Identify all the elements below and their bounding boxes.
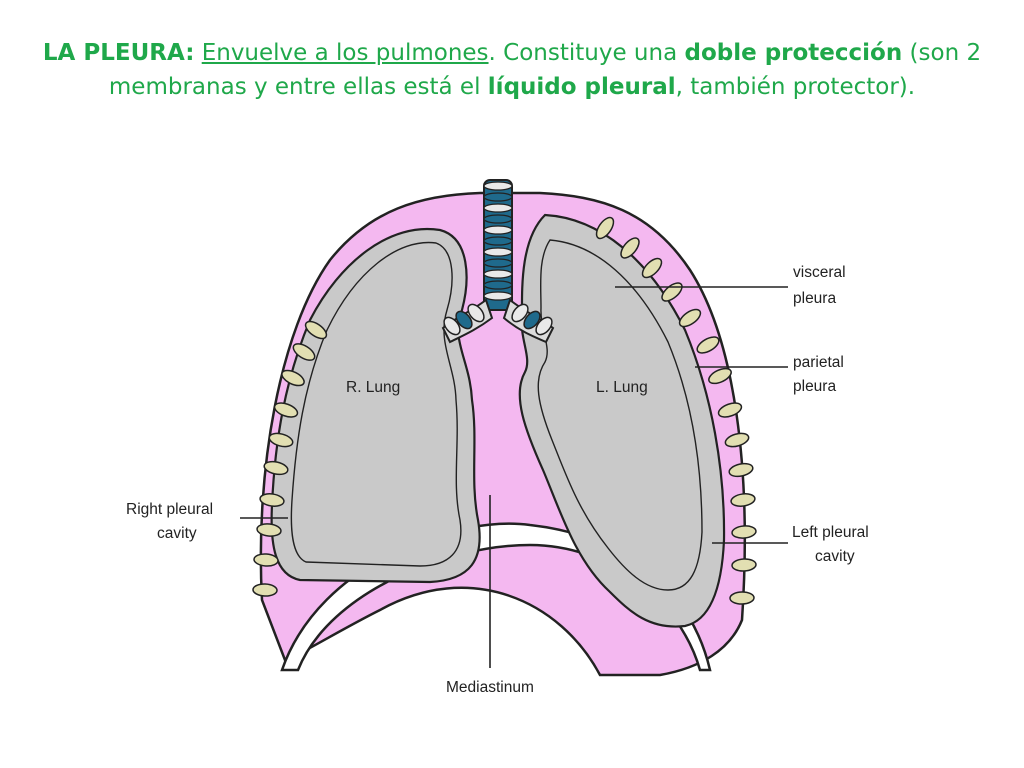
slide-title: LA PLEURA: Envuelve a los pulmones. Cons… bbox=[40, 36, 984, 104]
parietal-pleura-label-1: parietal bbox=[793, 354, 844, 371]
trachea-ring bbox=[483, 291, 513, 301]
title-underlined: Envuelve a los pulmones bbox=[201, 40, 489, 66]
trachea-ring bbox=[483, 236, 513, 246]
rib bbox=[281, 369, 305, 387]
rib bbox=[728, 462, 754, 478]
rib bbox=[304, 320, 328, 340]
rib bbox=[729, 591, 755, 605]
right-lung-label: R. Lung bbox=[346, 379, 400, 396]
rib bbox=[730, 493, 756, 507]
trachea-ring bbox=[483, 247, 513, 257]
rib bbox=[717, 402, 743, 418]
trachea-rings bbox=[483, 181, 513, 301]
bronchi-rings bbox=[443, 303, 553, 336]
rib bbox=[641, 257, 663, 279]
left-cavity-label-1: Left pleural bbox=[792, 524, 869, 541]
rib bbox=[724, 432, 750, 448]
rib bbox=[595, 216, 615, 240]
right-cavity-label-2: cavity bbox=[157, 525, 197, 542]
rib bbox=[696, 336, 720, 354]
trachea-ring bbox=[483, 280, 513, 290]
parietal-pleura-label-2: pleura bbox=[793, 378, 836, 395]
trachea-ring bbox=[483, 225, 513, 235]
visceral-pleura-label-1: visceral bbox=[793, 264, 846, 281]
rib bbox=[731, 525, 757, 539]
visceral-pleura-label-2: pleura bbox=[793, 290, 836, 307]
trachea-ring bbox=[483, 203, 513, 213]
right-lung-visceral-line bbox=[290, 241, 462, 567]
title-bold-2: líquido pleural bbox=[487, 74, 676, 100]
rib bbox=[252, 583, 278, 597]
left-lung-visceral-line bbox=[537, 239, 703, 591]
trachea-ring bbox=[483, 181, 513, 191]
rib bbox=[259, 493, 285, 507]
rib bbox=[731, 558, 757, 572]
left-cavity-label-2: cavity bbox=[815, 548, 855, 565]
trachea-ring bbox=[483, 269, 513, 279]
left-lung bbox=[518, 213, 726, 628]
mediastinum-label: Mediastinum bbox=[446, 679, 534, 696]
right-cavity-label-1: Right pleural bbox=[126, 501, 213, 518]
rib bbox=[292, 343, 316, 361]
rib bbox=[256, 523, 282, 537]
rib bbox=[620, 237, 640, 259]
ribs bbox=[252, 216, 757, 605]
rib bbox=[708, 367, 732, 385]
title-text-3: , también protector). bbox=[675, 74, 916, 100]
title-bold-1: doble protección bbox=[684, 40, 903, 66]
trachea-ring bbox=[483, 192, 513, 202]
rib bbox=[253, 553, 279, 567]
title-text-2: (son 2 membranas y entre ellas está el bbox=[108, 40, 982, 100]
trachea-ring bbox=[483, 214, 513, 224]
rib bbox=[263, 460, 289, 476]
rib bbox=[678, 308, 702, 328]
title-heading: LA PLEURA: bbox=[42, 40, 195, 66]
title-text-1: . Constituye una bbox=[488, 40, 685, 66]
left-lung-label: L. Lung bbox=[596, 379, 648, 396]
right-lung bbox=[270, 227, 481, 584]
rib bbox=[268, 432, 294, 448]
trachea-ring bbox=[483, 258, 513, 268]
rib bbox=[273, 402, 299, 418]
